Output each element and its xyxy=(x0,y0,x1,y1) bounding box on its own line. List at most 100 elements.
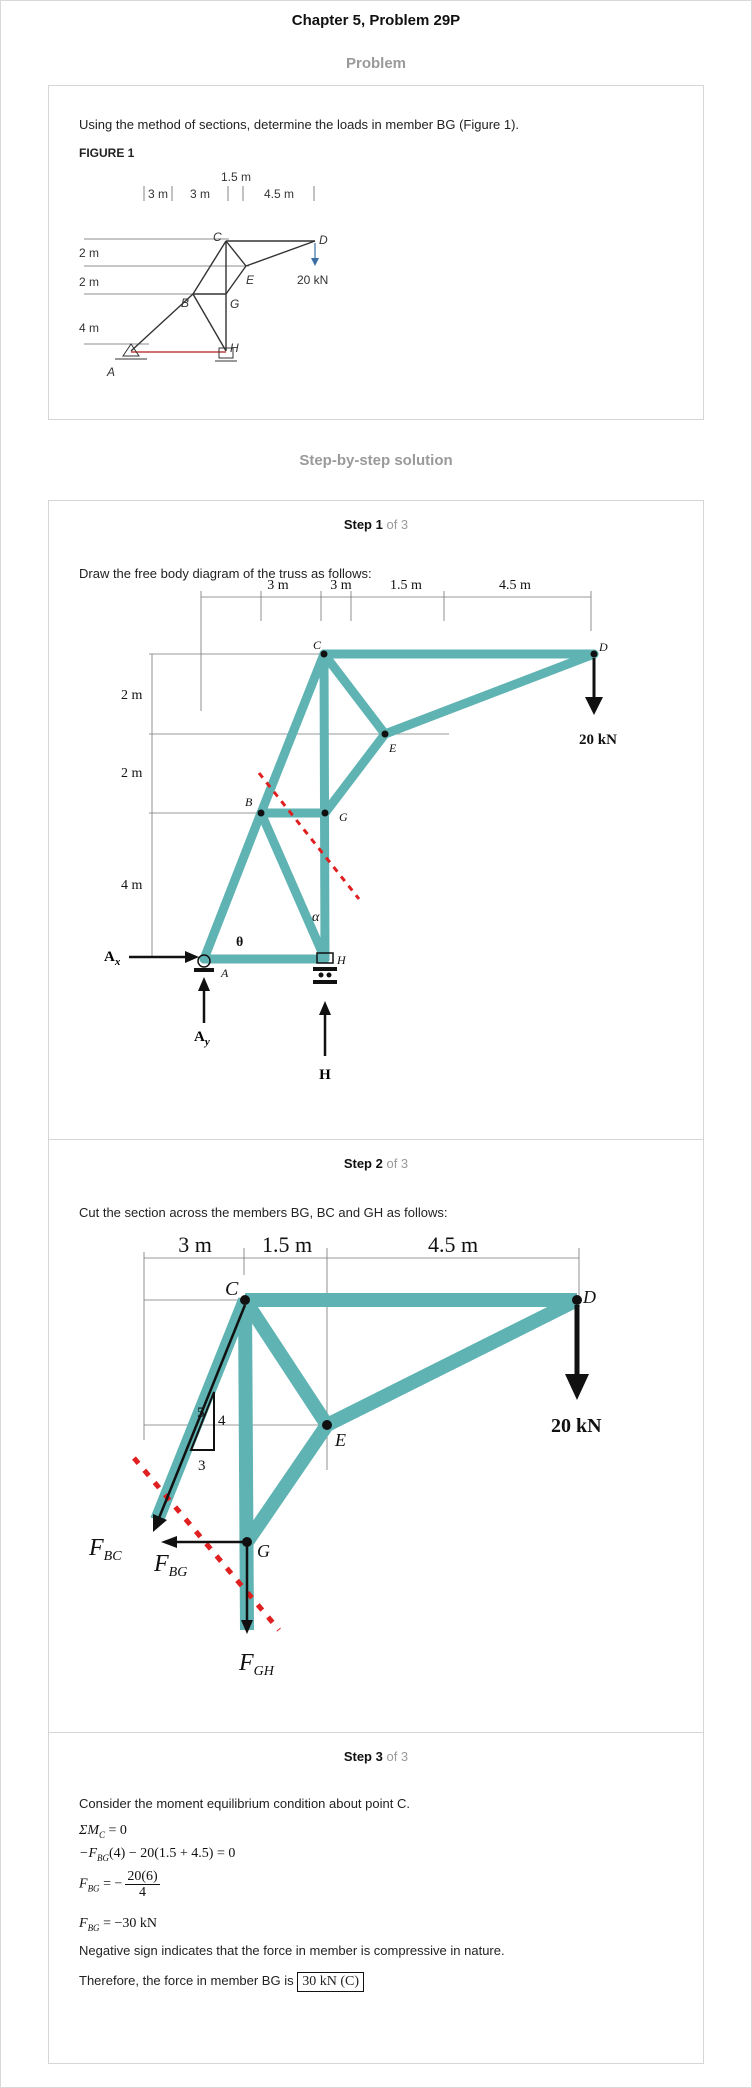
eq4-rhs: = −30 kN xyxy=(99,1916,157,1931)
eq4-lhs: F xyxy=(79,1916,88,1931)
fbd1-joint-a: A xyxy=(220,966,229,980)
svg-text:Ay: Ay xyxy=(194,1029,210,1048)
fig1-joint-h: H xyxy=(230,341,239,355)
figure-label: FIGURE 1 xyxy=(79,146,135,160)
step-2-section-diagram: 3 m 1.5 m 4.5 m C E G D 20 kN 5 4 3 FBC … xyxy=(88,1232,602,1679)
equation-result: FBG = −30 kN xyxy=(79,1916,157,1933)
fig1-joint-b: B xyxy=(181,296,189,310)
svg-text:Ax: Ax xyxy=(104,949,121,968)
fig1-dim-2m-a: 2 m xyxy=(79,246,99,260)
fbd1-dim-4-5m: 4.5 m xyxy=(499,578,531,593)
fbd1-joint-d: D xyxy=(598,640,608,654)
step-2-text: Cut the section across the members BG, B… xyxy=(79,1205,448,1220)
step-1-card: Step 1 of 3 Draw the free body diagram o… xyxy=(48,500,704,1142)
step-1-label: Step 1 xyxy=(343,517,383,532)
figure-1-truss: 3 m 3 m 1.5 m 4.5 m 2 m 2 m 4 m A B C D … xyxy=(79,170,328,379)
fig1-joint-c: C xyxy=(213,230,222,244)
fbd1-dim-3m-a: 3 m xyxy=(267,578,289,593)
fbd1-load-label: 20 kN xyxy=(579,732,617,748)
fig1-dim-4-5m: 4.5 m xyxy=(264,187,294,201)
equation-sum-moments: ΣMC = 0 xyxy=(79,1823,127,1840)
fig1-joint-d: D xyxy=(319,233,328,247)
sec-load-label: 20 kN xyxy=(551,1415,602,1437)
step-3-heading: Step 3 of 3 xyxy=(49,1749,703,1764)
sec-tri-4: 4 xyxy=(218,1413,226,1429)
fbd1-joint-e: E xyxy=(388,741,397,755)
fbd1-dim-4m: 4 m xyxy=(121,878,143,893)
sec-force-fbc-sub: BC xyxy=(104,1549,123,1564)
conclusion-text: Therefore, the force in member BG is xyxy=(79,1973,294,1988)
step-2-heading: Step 2 of 3 xyxy=(49,1156,703,1171)
sec-dim-3m: 3 m xyxy=(178,1232,212,1257)
fbd1-dim-3m-b: 3 m xyxy=(330,578,352,593)
final-answer-box: 30 kN (C) xyxy=(297,1972,364,1992)
fig1-dim-3m-a: 3 m xyxy=(148,187,168,201)
svg-text:FBC: FBC xyxy=(88,1535,122,1564)
equation-solve-fbg: FBG = −20(6)4 xyxy=(79,1869,160,1900)
fig1-dim-3m-b: 3 m xyxy=(190,187,210,201)
sec-joint-e: E xyxy=(334,1430,346,1450)
fbd1-joint-b: B xyxy=(245,795,253,809)
conclusion-line: Therefore, the force in member BG is 30 … xyxy=(79,1972,364,1992)
equation-moment-balance: −FBG(4) − 20(1.5 + 4.5) = 0 xyxy=(79,1846,235,1863)
eq2-rhs: (4) − 20(1.5 + 4.5) = 0 xyxy=(109,1846,236,1861)
svg-text:FBG: FBG xyxy=(153,1551,187,1580)
svg-text:FGH: FGH xyxy=(238,1650,275,1679)
step-1-heading: Step 1 of 3 xyxy=(49,517,703,532)
fbd1-joint-g: G xyxy=(339,810,348,824)
fig1-joint-e: E xyxy=(246,273,255,287)
fbd1-angle-alpha: α xyxy=(312,910,320,925)
eq3-eq: = − xyxy=(99,1876,123,1892)
fig1-load-label: 20 kN xyxy=(297,273,328,287)
fig1-joint-a: A xyxy=(106,365,115,379)
page-title: Chapter 5, Problem 29P xyxy=(291,12,461,29)
problem-card: Using the method of sections, determine … xyxy=(48,85,704,420)
sec-joint-c: C xyxy=(225,1278,239,1300)
fbd1-joint-c: C xyxy=(313,638,322,652)
sec-dim-4-5m: 4.5 m xyxy=(428,1232,478,1257)
sec-force-fgh-main: F xyxy=(238,1650,254,1676)
fig1-dim-1-5m: 1.5 m xyxy=(221,170,251,184)
eq2-pre: −F xyxy=(79,1846,97,1861)
eq4-sub: BG xyxy=(87,1922,100,1933)
sec-tri-3: 3 xyxy=(198,1458,206,1474)
fbd1-reaction-h: H xyxy=(319,1067,331,1083)
fig1-joint-g: G xyxy=(230,297,239,311)
sec-dim-1-5m: 1.5 m xyxy=(262,1232,312,1257)
sec-force-fbg-main: F xyxy=(153,1551,169,1577)
step-2-label: Step 2 xyxy=(343,1156,383,1171)
eq3-fraction: 20(6)4 xyxy=(125,1869,160,1900)
sec-tri-5: 5 xyxy=(197,1405,205,1421)
eq3-denominator: 4 xyxy=(139,1885,147,1900)
sec-force-fbc-main: F xyxy=(88,1535,104,1561)
step-1-text: Draw the free body diagram of the truss … xyxy=(79,566,372,581)
compressive-note: Negative sign indicates that the force i… xyxy=(79,1943,505,1958)
step-1-fbd: 3 m 3 m 1.5 m 4.5 m 2 m 2 m 4 m A B C D … xyxy=(104,578,617,1083)
fbd1-dim-2m-a: 2 m xyxy=(121,688,143,703)
fbd1-dim-2m-b: 2 m xyxy=(121,766,143,781)
fig1-dim-4m: 4 m xyxy=(79,321,99,335)
eq3-numerator: 20(6) xyxy=(125,1869,160,1885)
sec-force-fgh-sub: GH xyxy=(254,1664,275,1679)
step-2-card: Step 2 of 3 Cut the section across the m… xyxy=(48,1139,704,1735)
eq1-rhs: = 0 xyxy=(105,1823,127,1838)
fbd1-reaction-ax-sub: x xyxy=(114,956,121,968)
step-1-of: of 3 xyxy=(386,517,409,532)
eq3-sub: BG xyxy=(87,1883,100,1894)
problem-statement: Using the method of sections, determine … xyxy=(79,117,520,132)
sec-force-fbg-sub: BG xyxy=(169,1565,188,1580)
problem-heading: Problem xyxy=(345,55,406,72)
eq1-sum: ΣM xyxy=(79,1823,99,1838)
step-3-card: Step 3 of 3 Consider the moment equilibr… xyxy=(48,1732,704,2064)
step-3-label: Step 3 xyxy=(343,1749,383,1764)
eq3-lhs: F xyxy=(79,1876,88,1892)
eq2-sub: BG xyxy=(97,1852,109,1863)
fbd1-joint-h: H xyxy=(336,953,347,967)
solution-heading: Step-by-step solution xyxy=(299,452,453,469)
eq1-sub: C xyxy=(98,1829,105,1840)
fbd1-reaction-ay-sub: y xyxy=(203,1036,210,1048)
fbd1-reaction-ax-main: A xyxy=(104,949,115,965)
fbd1-angle-theta: θ xyxy=(236,935,243,950)
step-3-text: Consider the moment equilibrium conditio… xyxy=(79,1796,410,1811)
step-3-of: of 3 xyxy=(386,1749,409,1764)
